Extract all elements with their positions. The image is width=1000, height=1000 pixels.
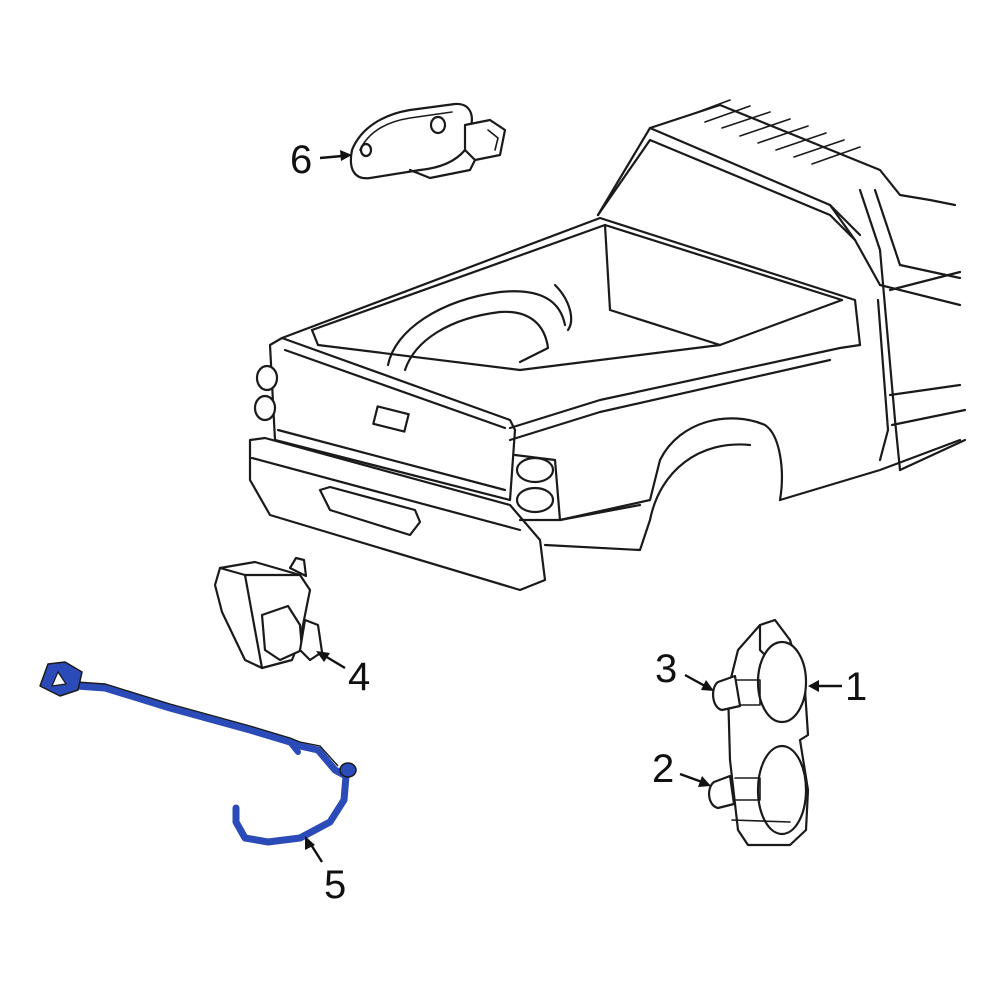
wiring-harness-part[interactable] <box>39 661 357 846</box>
bulb-2-part[interactable] <box>708 774 736 810</box>
tail-lamp-assembly-part[interactable] <box>726 618 810 847</box>
callout-5: 5 <box>305 836 346 907</box>
callout-3-label: 3 <box>655 647 677 691</box>
callout-1: 1 <box>808 665 867 709</box>
callout-6-label: 6 <box>290 138 312 182</box>
callout-5-label: 5 <box>324 863 346 907</box>
callout-2-label: 2 <box>652 747 674 791</box>
callout-1-label: 1 <box>845 665 867 709</box>
callout-3: 3 <box>655 647 714 691</box>
callout-4-label: 4 <box>348 655 370 699</box>
callout-6: 6 <box>290 138 352 182</box>
callout-2: 2 <box>652 747 711 791</box>
license-lamp-part[interactable] <box>213 556 324 670</box>
truck-illustration <box>248 99 967 592</box>
bulb-3-part[interactable] <box>712 674 742 712</box>
high-mount-lamp-part[interactable] <box>349 102 507 180</box>
callout-4: 4 <box>316 651 370 699</box>
